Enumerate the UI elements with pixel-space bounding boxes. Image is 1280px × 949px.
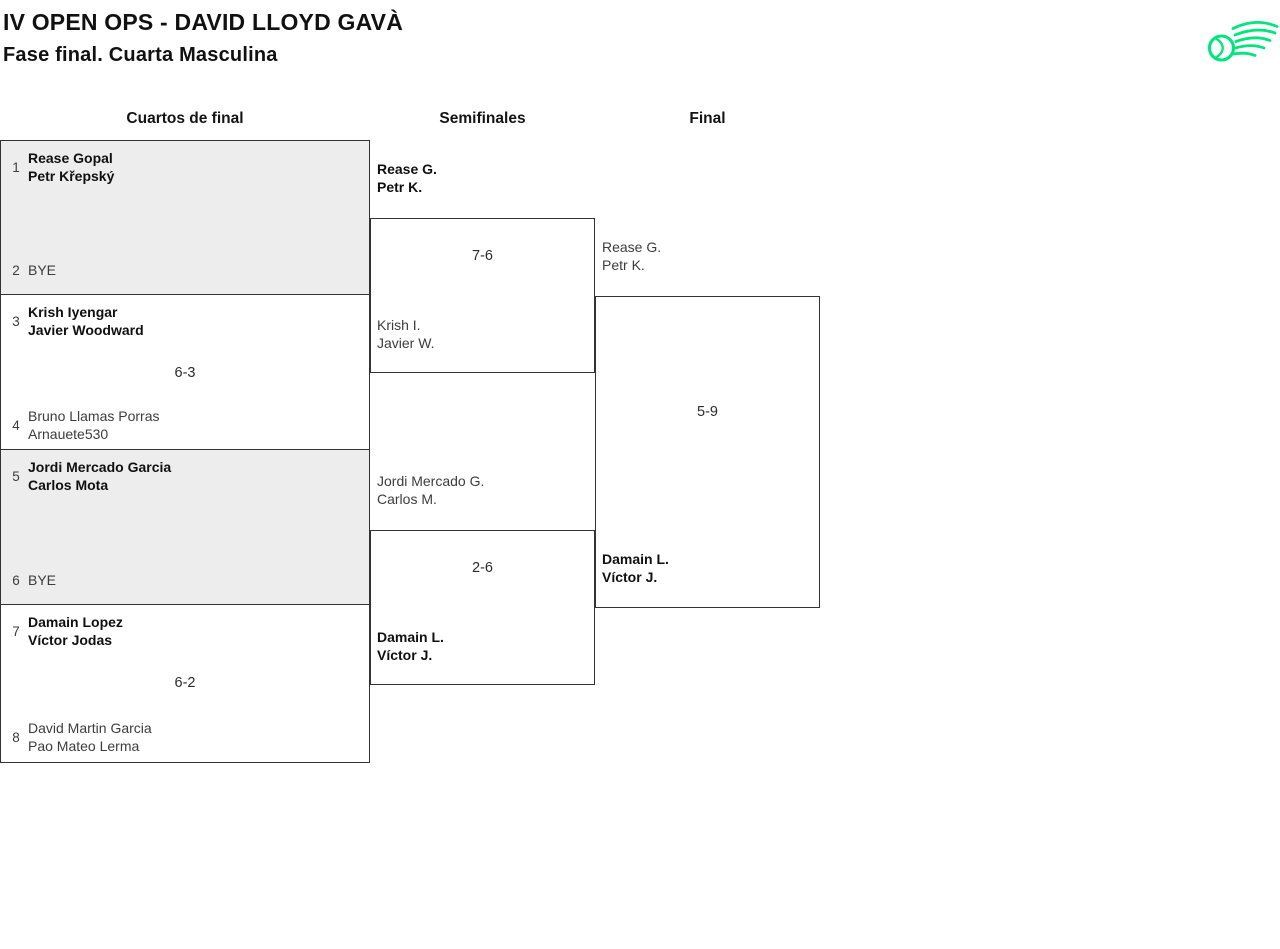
team-name: BYE bbox=[28, 262, 56, 280]
player-name: Petr K. bbox=[377, 179, 423, 195]
team-slot: 4 Bruno Llamas Porras Arnauete530 bbox=[7, 407, 363, 444]
team-name: Jordi Mercado Garcia Carlos Mota bbox=[28, 459, 171, 494]
team-slot: 7 Damain Lopez Víctor Jodas bbox=[7, 613, 363, 650]
player-name: Víctor J. bbox=[602, 569, 658, 585]
seed-number: 5 bbox=[12, 469, 20, 484]
player-name: Arnauete530 bbox=[28, 425, 109, 442]
team-slot: 2 BYE bbox=[7, 252, 363, 289]
team-name: Jordi Mercado G. Carlos M. bbox=[377, 472, 484, 508]
seed-number: 4 bbox=[12, 418, 20, 433]
player-name: Rease G. bbox=[602, 239, 662, 255]
team-slot: 5 Jordi Mercado Garcia Carlos Mota bbox=[7, 458, 363, 495]
team-name: Krish Iyengar Javier Woodward bbox=[28, 304, 144, 339]
seed-number: 3 bbox=[12, 314, 20, 329]
player-name: Jordi Mercado Garcia bbox=[28, 459, 172, 475]
team-slot: 1 Rease Gopal Petr Křepský bbox=[7, 149, 363, 186]
team-name: Rease Gopal Petr Křepský bbox=[28, 150, 114, 185]
page-subtitle: Fase final. Cuarta Masculina bbox=[3, 44, 278, 66]
match-box-qf2: 3 Krish Iyengar Javier Woodward 6-3 4 Br… bbox=[0, 294, 370, 451]
page-title: IV OPEN OPS - DAVID LLOYD GAVÀ bbox=[3, 9, 404, 35]
bracket-connector-final bbox=[595, 296, 820, 608]
team-name: Krish I. Javier W. bbox=[377, 316, 435, 352]
match-box-qf3: 5 Jordi Mercado Garcia Carlos Mota 6 BYE bbox=[0, 449, 370, 606]
player-name: Jordi Mercado G. bbox=[377, 473, 485, 489]
player-name: BYE bbox=[28, 571, 57, 588]
team-slot: 8 David Martin Garcia Pao Mateo Lerma bbox=[7, 719, 363, 756]
player-name: Bruno Llamas Porras bbox=[28, 408, 160, 424]
player-name: Damain L. bbox=[602, 551, 669, 567]
team-name: Rease G. Petr K. bbox=[377, 160, 437, 196]
column-header-final: Final bbox=[689, 110, 726, 127]
match-box-qf1: 1 Rease Gopal Petr Křepský 2 BYE bbox=[0, 140, 370, 296]
player-name: Carlos M. bbox=[377, 491, 437, 507]
tennis-ball-swoosh-icon bbox=[1207, 21, 1279, 62]
player-name: BYE bbox=[28, 261, 57, 278]
player-name: Damain Lopez bbox=[28, 614, 123, 630]
match-score: 2-6 bbox=[472, 560, 493, 576]
player-name: Petr K. bbox=[602, 257, 645, 273]
player-name: Krish I. bbox=[377, 317, 421, 333]
player-name: Víctor Jodas bbox=[28, 631, 113, 648]
player-name: Rease Gopal bbox=[28, 150, 113, 166]
match-score: 6-2 bbox=[174, 675, 196, 691]
player-name: Javier W. bbox=[377, 335, 435, 351]
team-slot: 3 Krish Iyengar Javier Woodward bbox=[7, 303, 363, 340]
team-name: Bruno Llamas Porras Arnauete530 bbox=[28, 408, 160, 443]
seed-number: 1 bbox=[12, 160, 20, 175]
player-name: Krish Iyengar bbox=[28, 304, 118, 320]
player-name: Víctor J. bbox=[377, 647, 433, 663]
team-name: Damain Lopez Víctor Jodas bbox=[28, 614, 123, 649]
player-name: Rease G. bbox=[377, 161, 437, 177]
seed-number: 7 bbox=[12, 624, 20, 639]
seed-number: 2 bbox=[12, 263, 20, 278]
player-name: Petr Křepský bbox=[28, 167, 115, 184]
column-header-semifinals: Semifinales bbox=[439, 110, 526, 127]
column-header-quarterfinals: Cuartos de final bbox=[126, 110, 244, 127]
seed-number: 6 bbox=[12, 573, 20, 588]
team-name: David Martin Garcia Pao Mateo Lerma bbox=[28, 720, 152, 755]
player-name: Damain L. bbox=[377, 629, 444, 645]
team-name: BYE bbox=[28, 572, 56, 590]
match-score: 5-9 bbox=[697, 404, 718, 420]
player-name: Javier Woodward bbox=[28, 321, 144, 338]
bracket-connector-sf1 bbox=[370, 218, 595, 373]
team-name: Damain L. Víctor J. bbox=[377, 628, 444, 664]
seed-number: 8 bbox=[12, 730, 20, 745]
team-name: Rease G. Petr K. bbox=[602, 238, 661, 274]
player-name: Carlos Mota bbox=[28, 476, 109, 493]
team-slot: 6 BYE bbox=[7, 562, 363, 599]
match-score: 7-6 bbox=[472, 248, 493, 264]
bracket-connector-sf2 bbox=[370, 530, 595, 685]
team-name: Damain L. Víctor J. bbox=[602, 550, 669, 586]
match-score: 6-3 bbox=[174, 365, 196, 381]
player-name: David Martin Garcia bbox=[28, 720, 152, 736]
player-name: Pao Mateo Lerma bbox=[28, 737, 140, 754]
match-box-qf4: 7 Damain Lopez Víctor Jodas 6-2 8 David … bbox=[0, 604, 370, 763]
